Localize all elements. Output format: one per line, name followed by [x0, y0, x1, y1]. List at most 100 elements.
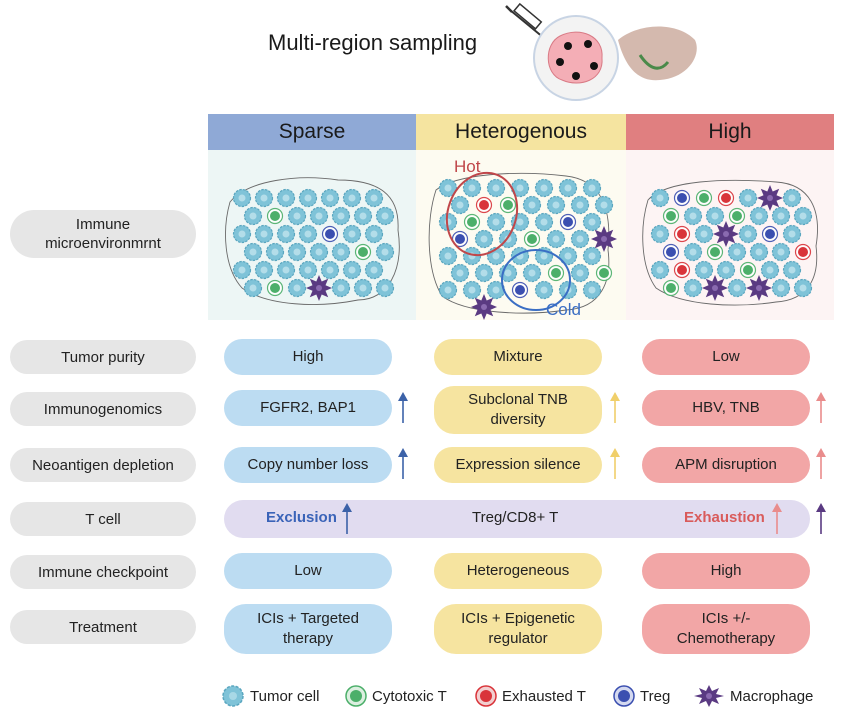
- t-cell-center: Treg/CD8+ T: [472, 509, 559, 526]
- treatment-heterogenous: ICIs + Epigenetic regulator: [434, 604, 602, 654]
- tumor-cell-icon: [364, 188, 384, 208]
- treg-icon: [559, 213, 577, 231]
- tumor-cell-icon: [650, 224, 670, 244]
- up-arrow-icon: [610, 448, 620, 479]
- checkpoint-sparse: Low: [224, 553, 392, 589]
- neoantigen-sparse: Copy number loss: [224, 447, 392, 483]
- exhausted-t-icon: [475, 685, 497, 707]
- tumor-cell-icon: [331, 278, 351, 298]
- legend-macrophage: Macrophage: [692, 684, 813, 708]
- tumor-cell-icon: [276, 188, 296, 208]
- cytotoxic-t-icon: [739, 261, 757, 279]
- tumor-cell-icon: [486, 212, 506, 232]
- tumor-cell-icon: [462, 280, 482, 300]
- immunogenomics-sparse: FGFR2, BAP1: [224, 390, 392, 426]
- tumor-cell-icon: [375, 278, 395, 298]
- cytotoxic-t-icon: [523, 230, 541, 248]
- tumor-cell-icon: [683, 242, 703, 262]
- tumor-microenvironment-heterogenous: [428, 171, 617, 320]
- tumor-cell-icon: [771, 206, 791, 226]
- tumor-cell-icon: [570, 195, 590, 215]
- tumor-cell-icon: [793, 278, 813, 298]
- row-label-treatment: Treatment: [10, 610, 196, 644]
- tumor-cell-icon: [438, 178, 458, 198]
- tumor-cell-icon: [694, 260, 714, 280]
- cytotoxic-t-icon: [547, 264, 565, 282]
- cytotoxic-t-icon: [266, 207, 284, 225]
- macrophage-icon: [694, 685, 724, 707]
- cytotoxic-t-icon: [695, 189, 713, 207]
- cold-label: Cold: [546, 300, 581, 319]
- tumor-cell-icon: [749, 206, 769, 226]
- tumor-cell-icon: [546, 229, 566, 249]
- tumor-cell-icon: [243, 278, 263, 298]
- tumor-cell-icon: [353, 278, 373, 298]
- up-arrow-icon: [816, 503, 826, 534]
- tumor-cell-icon: [594, 195, 614, 215]
- tumor-cell-icon: [450, 263, 470, 283]
- tumor-cell-icon: [265, 242, 285, 262]
- tumor-cell-icon: [222, 685, 244, 707]
- exhausted-t-icon: [475, 196, 493, 214]
- tumor-cell-icon: [650, 188, 670, 208]
- treg-icon: [662, 243, 680, 261]
- panel-sparse: [208, 150, 416, 320]
- immunogenomics-heterogenous: Subclonal TNB diversity: [434, 386, 602, 434]
- tumor-cell-icon: [582, 246, 602, 266]
- macrophage-icon: [757, 185, 783, 211]
- treatment-sparse: ICIs + Targeted therapy: [224, 604, 392, 654]
- exhausted-t-icon: [673, 225, 691, 243]
- cytotoxic-t-icon: [354, 243, 372, 261]
- neoantigen-high: APM disruption: [642, 447, 810, 483]
- up-arrow-icon: [610, 392, 620, 423]
- tumor-cell-icon: [474, 263, 494, 283]
- tumor-cell-icon: [298, 188, 318, 208]
- tumor-cell-icon: [342, 224, 362, 244]
- tumor-cell-icon: [727, 242, 747, 262]
- tumor-cell-icon: [683, 206, 703, 226]
- macrophage-icon: [306, 275, 332, 301]
- tumor-cell-icon: [793, 206, 813, 226]
- cytotoxic-t-icon: [706, 243, 724, 261]
- neoantigen-heterogenous: Expression silence: [434, 447, 602, 483]
- tumor-cell-icon: [558, 246, 578, 266]
- tumor-cell-icon: [342, 260, 362, 280]
- tumor-cell-icon: [438, 280, 458, 300]
- syringe-icon: [505, 2, 561, 51]
- tumor-cell-icon: [287, 242, 307, 262]
- tumor-cell-icon: [782, 224, 802, 244]
- tumor-cell-icon: [462, 178, 482, 198]
- cytotoxic-t-icon: [345, 685, 367, 707]
- tumor-cell-icon: [309, 242, 329, 262]
- tumor-cell-icon: [716, 260, 736, 280]
- exhausted-t-icon: [673, 261, 691, 279]
- up-arrow-icon: [816, 448, 826, 479]
- legend-cytotoxic-t: Cytotoxic T: [344, 684, 447, 708]
- tumor-cell-icon: [771, 278, 791, 298]
- tumor-cell-icon: [771, 242, 791, 262]
- tumor-cell-icon: [243, 206, 263, 226]
- tumor-cell-icon: [705, 206, 725, 226]
- tumor-cell-icon: [694, 224, 714, 244]
- up-arrow-icon: [342, 503, 352, 534]
- panel-high: [626, 150, 834, 320]
- tumor-cell-icon: [353, 206, 373, 226]
- tumor-cell-icon: [298, 260, 318, 280]
- up-arrow-icon: [816, 392, 826, 423]
- tumor-cell-icon: [534, 212, 554, 232]
- row-label-immune-microenvironment: Immune microenvironmrnt: [10, 210, 196, 258]
- tumor-cell-icon: [232, 260, 252, 280]
- treg-icon: [613, 685, 635, 707]
- tumor-microenvironment-sparse: [225, 177, 400, 305]
- sampling-illustration: [505, 2, 697, 101]
- treg-icon: [673, 189, 691, 207]
- tumor-cell-icon: [474, 229, 494, 249]
- page-title: Multi-region sampling: [268, 30, 478, 55]
- tumor-cell-icon: [522, 195, 542, 215]
- tumor-cell-icon: [582, 178, 602, 198]
- macrophage-icon: [746, 275, 772, 301]
- tumor-cell-icon: [510, 178, 530, 198]
- up-arrow-icon: [398, 448, 408, 479]
- tumor-cell-icon: [738, 224, 758, 244]
- legend-exhausted-t: Exhausted T: [474, 684, 586, 708]
